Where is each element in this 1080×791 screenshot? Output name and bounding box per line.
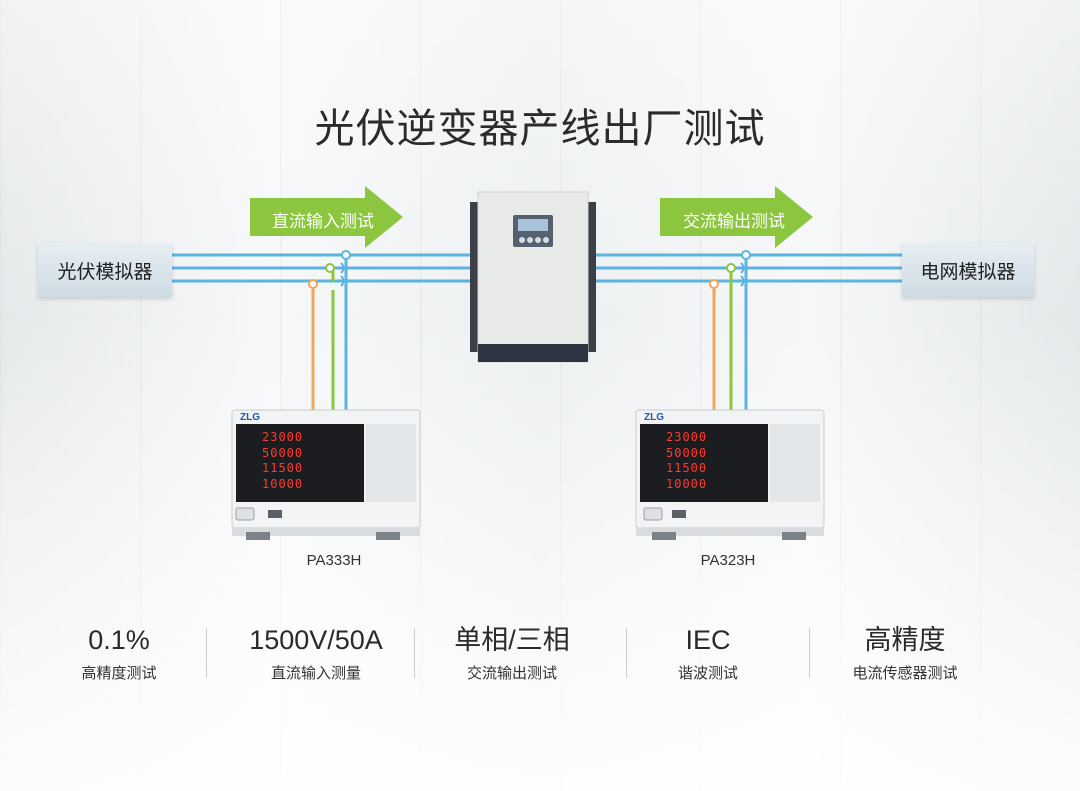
stat-label: 交流输出测试 [466, 665, 557, 682]
stat-current-sensor: 高精度 电流传感器测试 [815, 624, 995, 683]
stat-value: 0.1% [88, 625, 150, 655]
measurement-leads-left [308, 250, 351, 410]
ac-output-label: 交流输出测试 [683, 212, 785, 231]
stat-label: 高精度测试 [81, 665, 157, 682]
page-title: 光伏逆变器产线出厂测试 [314, 107, 766, 151]
analyzer-right-brand: ZLG [644, 412, 664, 423]
ac-output-arrow [660, 186, 813, 248]
analyzer-left-readings: 23000 50000 11500 10000 [262, 430, 352, 492]
inverter-unit [470, 191, 596, 363]
stat-ac-output: 单相/三相 交流输出测试 [422, 624, 602, 683]
power-analyzer-left [231, 409, 421, 540]
device-model-right: PA323H [700, 552, 756, 569]
divider [809, 628, 810, 678]
reading: 50000 [666, 445, 708, 460]
stat-label: 直流输入测量 [270, 665, 361, 682]
dc-input-arrow [250, 186, 403, 248]
device-model-left: PA333H [306, 552, 362, 569]
reading: 11500 [666, 461, 708, 475]
pv-simulator-box: 光伏模拟器 [38, 243, 172, 297]
stat-dc-input: 1500V/50A 直流输入测量 [226, 624, 406, 683]
measurement-leads-right [709, 250, 751, 410]
stat-label: 谐波测试 [677, 665, 738, 682]
divider [206, 628, 207, 678]
stat-value: 1500V/50A [249, 625, 383, 655]
reading: 10000 [666, 476, 708, 491]
grid-simulator-box: 电网模拟器 [902, 243, 1034, 297]
reading: 50000 [262, 445, 304, 460]
stat-label: 电流传感器测试 [852, 665, 958, 682]
power-analyzer-right [635, 409, 825, 540]
stat-value: 单相/三相 [454, 625, 570, 655]
stat-value: IEC [685, 625, 731, 655]
divider [626, 628, 627, 678]
analyzer-left-brand: ZLG [240, 412, 260, 423]
dc-input-label: 直流输入测试 [272, 212, 374, 231]
analyzer-right-readings: 23000 50000 11500 10000 [666, 430, 756, 492]
stat-harmonics: IEC 谐波测试 [618, 624, 798, 683]
divider [414, 628, 415, 678]
stat-precision: 0.1% 高精度测试 [29, 624, 209, 683]
reading: 23000 [666, 430, 708, 444]
reading: 10000 [262, 476, 304, 491]
stat-value: 高精度 [864, 625, 946, 655]
reading: 11500 [262, 461, 304, 475]
reading: 23000 [262, 430, 304, 444]
